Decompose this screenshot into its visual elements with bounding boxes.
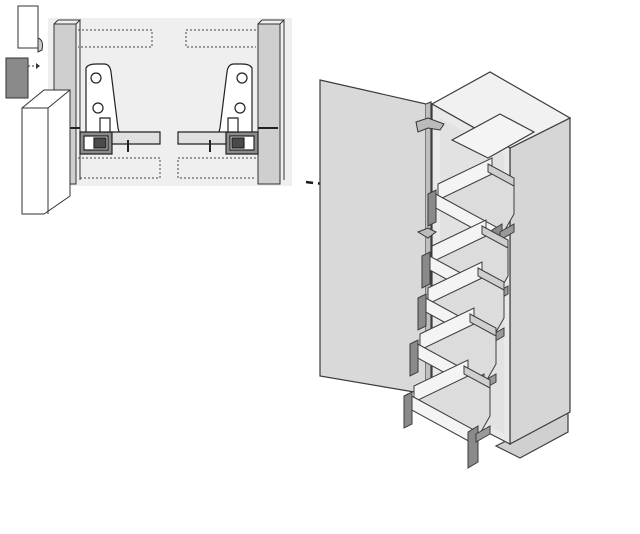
mounting-plate-icon [5, 57, 40, 99]
drawer-far-rail [463, 365, 491, 389]
drawer-5 [403, 359, 491, 469]
dotted-drawer-outline-bottom [78, 157, 256, 179]
drawer-front-panel [467, 425, 479, 469]
detail-view [48, 18, 292, 186]
drawer-far-rail [487, 163, 515, 187]
hinge-side-icons [5, 5, 71, 215]
drawer-far-rail [469, 313, 497, 337]
lower-hinge-icon [416, 227, 437, 239]
door-slab-icon [21, 89, 71, 215]
right-cabinet-wall [257, 18, 285, 185]
drawer-runner [475, 425, 491, 443]
cabinet-inner-shelf [450, 113, 536, 159]
dotted-drawer-outline-top [78, 29, 256, 48]
left-mounting-bracket [60, 63, 161, 155]
drawer-left-front [421, 251, 431, 289]
drawer-left-front [403, 391, 413, 429]
drawers-layer [403, 157, 515, 469]
right-mounting-bracket [177, 63, 278, 155]
drawer-left-front [427, 189, 437, 227]
cabinet-side-panel [509, 117, 571, 445]
drawer-far-rail [481, 225, 509, 249]
upper-hinge-icon [415, 117, 445, 133]
detail-background [48, 18, 292, 186]
cabinet-hinges [415, 117, 445, 239]
drawer-left-front [409, 339, 419, 377]
drawer-left-front [417, 293, 427, 331]
hinge-cup-icon [17, 5, 43, 53]
drawer-far-rail [477, 267, 505, 291]
